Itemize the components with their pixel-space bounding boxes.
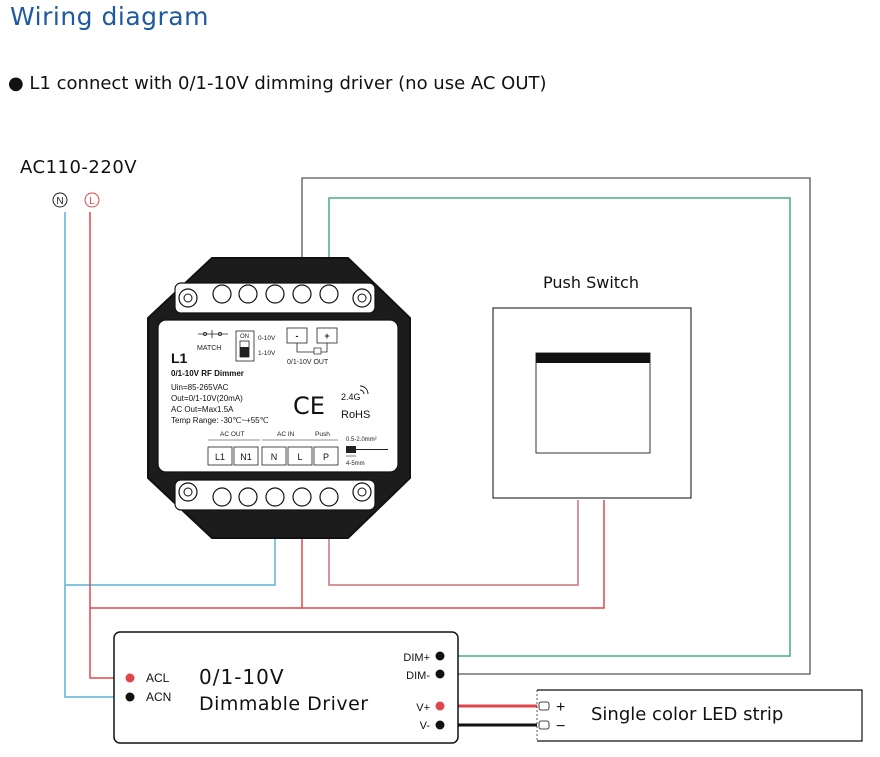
l1-dimmer-module: MATCH ON 0-10V 1-10V - + 0/1-10V OUT L1 … <box>147 257 411 539</box>
strip-minus-label: − <box>556 718 565 735</box>
page-title: Wiring diagram <box>10 2 209 31</box>
spec-input: Uin=85-265VAC <box>171 383 229 392</box>
match-label: MATCH <box>197 345 221 352</box>
line-label: L <box>89 196 95 207</box>
power-label: AC110-220V <box>20 157 137 178</box>
dim-minus-label: DIM- <box>406 670 430 682</box>
dimmable-driver: ACL ACN 0/1-10V Dimmable Driver DIM+ DIM… <box>113 631 459 744</box>
push-wire <box>328 498 579 586</box>
output-label: 0/1-10V OUT <box>287 359 329 366</box>
dip-0-10v-label: 0-10V <box>258 335 276 342</box>
terminal-n: N <box>271 452 278 462</box>
line-terminal-icon <box>84 192 100 208</box>
output-plus-label: + <box>324 331 329 341</box>
acl-label: ACL <box>146 671 170 685</box>
v-minus-label: V- <box>420 720 431 732</box>
spec-output: Out=0/1-10V(20mA) <box>171 394 243 403</box>
rf-label: 2.4G <box>341 392 361 402</box>
on-label: ON <box>240 334 249 340</box>
strip-minus-pad-icon <box>538 720 550 730</box>
subtitle: ● L1 connect with 0/1-10V dimming driver… <box>8 73 547 94</box>
acn-label: ACN <box>146 690 171 704</box>
dim-plus-terminal-icon <box>435 651 445 661</box>
model-label: L1 <box>171 350 188 366</box>
dim-minus-wire <box>301 177 811 675</box>
strip-plus-pad-icon <box>538 701 550 711</box>
neutral-terminal-icon <box>52 192 68 208</box>
neutral-wire-driver <box>64 212 130 698</box>
driver-title-line2: Dimmable Driver <box>199 693 369 715</box>
spec-temp: Temp Range: -30℃~+55℃ <box>171 416 269 425</box>
dim-plus-label: DIM+ <box>403 652 430 664</box>
rohs-label: RoHS <box>341 409 370 421</box>
dip-1-10v-label: 1-10V <box>258 350 276 357</box>
driver-title-line1: 0/1-10V <box>199 665 285 689</box>
strip-plus-label: + <box>556 699 565 716</box>
output-minus-label: - <box>296 331 299 341</box>
push-switch: Push Switch <box>492 273 692 499</box>
spec-ac-out: AC Out=Max1.5A <box>171 405 234 414</box>
push-label: Push <box>315 431 330 438</box>
ac-in-label: AC IN <box>277 431 295 438</box>
acn-terminal-icon <box>125 692 135 702</box>
acl-terminal-icon <box>125 673 135 683</box>
wireless-signal-icon <box>359 385 369 395</box>
terminal-p: P <box>323 452 329 462</box>
v-plus-terminal-icon <box>435 701 445 711</box>
ce-mark-icon: CE <box>293 392 325 420</box>
dim-minus-terminal-icon <box>435 669 445 679</box>
terminal-n1: N1 <box>240 452 252 462</box>
ac-out-label: AC OUT <box>220 431 245 438</box>
push-switch-label: Push Switch <box>543 273 639 292</box>
terminal-l1: L1 <box>215 452 225 462</box>
dim-plus-wire <box>328 197 791 657</box>
line-wire-switch <box>302 500 605 609</box>
v-minus-terminal-icon <box>435 720 445 730</box>
wire-strip-icon <box>346 446 356 453</box>
led-strip-label: Single color LED strip <box>591 704 783 725</box>
wire-gauge-label: 0.5-2.0mm² <box>346 437 377 443</box>
neutral-label: N <box>56 196 63 207</box>
terminal-block: L1 N1 N L P <box>207 446 339 466</box>
strip-length-label: 4-5mm <box>346 461 365 467</box>
v-plus-label: V+ <box>416 702 430 714</box>
terminal-l: L <box>297 452 302 462</box>
dimmer-name: 0/1-10V RF Dimmer <box>171 369 244 378</box>
led-strip: + − Single color LED strip <box>536 689 863 742</box>
